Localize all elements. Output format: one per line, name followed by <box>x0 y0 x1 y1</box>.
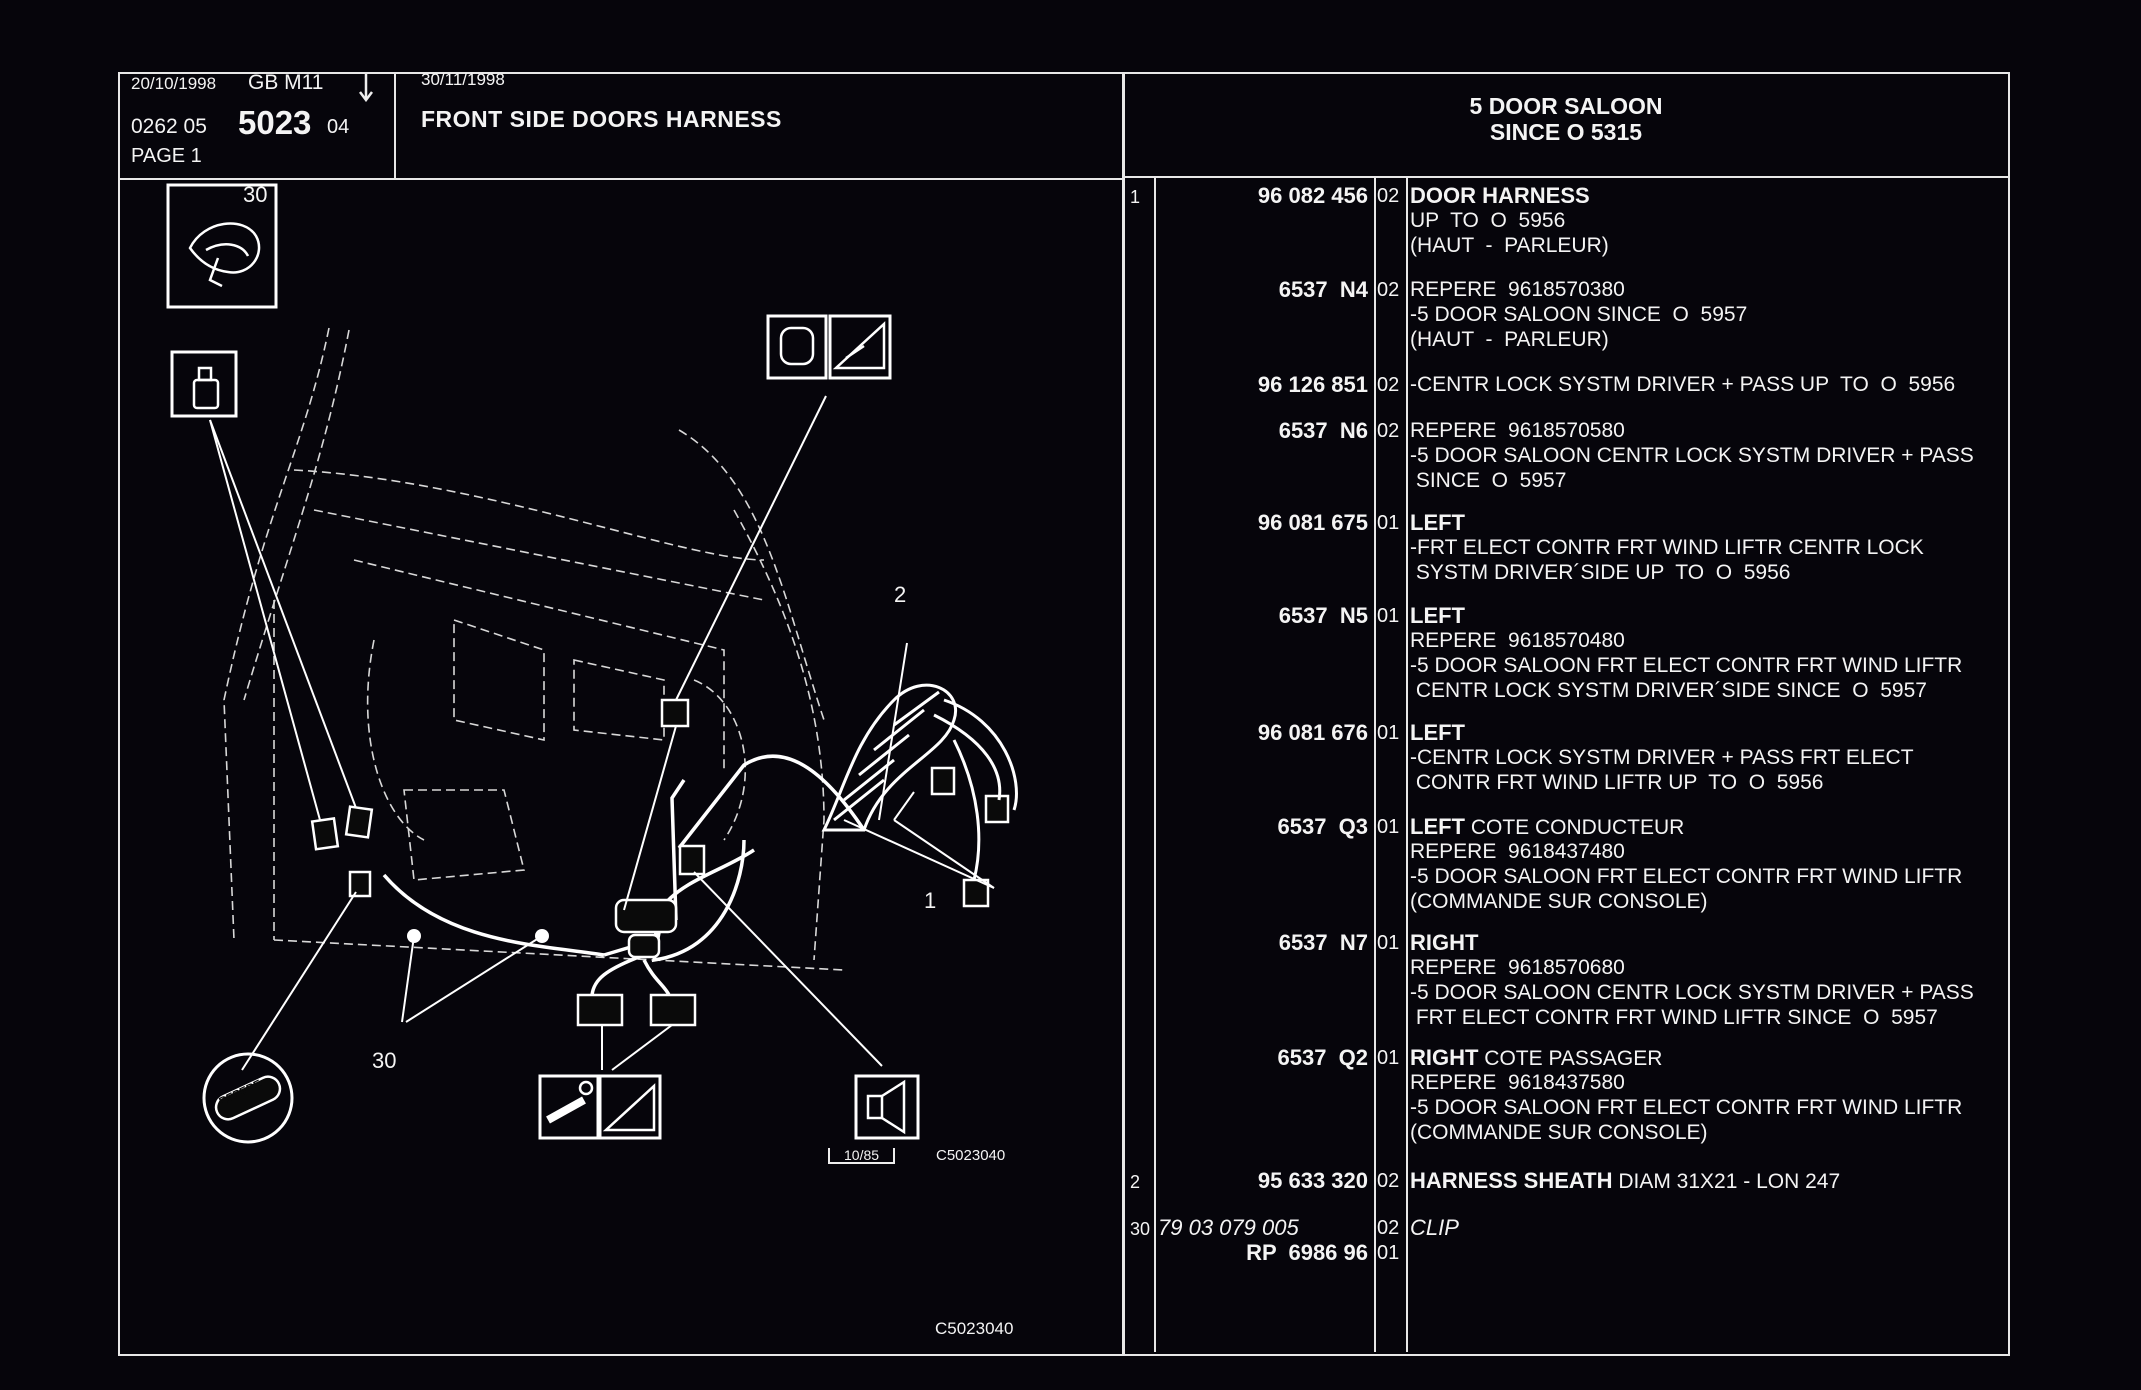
part-reference: 6537 N4 <box>1278 277 1368 302</box>
quantity: 01 <box>1377 1242 1400 1264</box>
description-line: RIGHT COTE PASSAGER <box>1410 1045 1662 1071</box>
repere-badge <box>202 1052 294 1144</box>
center-divider <box>1122 72 1125 1354</box>
description-line: REPERE 9618570480 <box>1410 629 1625 652</box>
part-reference: 96 081 675 <box>1257 510 1368 535</box>
part-reference: 79 03 079 005 <box>1158 1215 1299 1240</box>
header-date1: 20/10/1998 <box>131 74 217 93</box>
description-line: REPERE 9618570380 <box>1410 278 1625 301</box>
part-reference: 6537 N5 <box>1278 603 1368 628</box>
part-reference: 96 081 676 <box>1257 720 1368 745</box>
callout-1: 1 <box>924 888 937 913</box>
description-line: -CENTR LOCK SYSTM DRIVER + PASS FRT ELEC… <box>1410 746 1914 769</box>
part-reference: 6537 N6 <box>1278 418 1368 443</box>
header-code-suffix: 04 <box>327 116 350 138</box>
description-line: CONTR FRT WIND LIFTR UP TO O 5956 <box>1410 771 1824 794</box>
ref-bottom: C5023040 <box>935 1319 1014 1338</box>
description-line: REPERE 9618437480 <box>1410 840 1625 863</box>
description-line: DOOR HARNESS <box>1410 183 1590 208</box>
description-line: LEFT <box>1410 603 1465 628</box>
part-reference: 95 633 320 <box>1257 1168 1368 1193</box>
quantity: 02 <box>1377 279 1400 301</box>
quantity: 02 <box>1377 1170 1400 1192</box>
description-line: FRT ELECT CONTR FRT WIND LIFTR SINCE O 5… <box>1410 1006 1938 1029</box>
description-line: -5 DOOR SALOON CENTR LOCK SYSTM DRIVER +… <box>1410 981 1974 1004</box>
callout-2: 2 <box>894 582 907 607</box>
quantity: 01 <box>1377 722 1400 744</box>
header-code-main: 5023 <box>238 104 312 141</box>
col-divider-qty <box>1406 178 1408 1352</box>
item-number: 2 <box>1130 1172 1141 1192</box>
description-line: LEFT COTE CONDUCTEUR <box>1410 814 1684 840</box>
description-lead: RIGHT <box>1410 1045 1479 1070</box>
model-line-2: SINCE O 5315 <box>1489 119 1643 145</box>
quantity: 01 <box>1377 1047 1400 1069</box>
description-line: (HAUT - PARLEUR) <box>1410 234 1609 257</box>
description-rest: DIAM 31X21 - LON 247 <box>1612 1170 1841 1193</box>
quantity: 01 <box>1377 932 1400 954</box>
header-page: PAGE 1 <box>131 145 202 167</box>
description-line: -5 DOOR SALOON CENTR LOCK SYSTM DRIVER +… <box>1410 444 1974 467</box>
page-frame <box>118 72 2010 1356</box>
part-reference: 6537 Q3 <box>1277 814 1368 839</box>
part-reference: RP 6986 96 <box>1246 1240 1368 1265</box>
part-reference: 96 126 851 <box>1257 372 1368 397</box>
description-lead: HARNESS SHEATH <box>1410 1168 1613 1193</box>
quantity: 02 <box>1377 185 1400 207</box>
description-rest: COTE CONDUCTEUR <box>1465 816 1685 839</box>
description-line: UP TO O 5956 <box>1410 209 1566 232</box>
description-line: (COMMANDE SUR CONSOLE) <box>1410 890 1708 913</box>
quantity: 01 <box>1377 605 1400 627</box>
quantity: 02 <box>1377 1217 1400 1239</box>
item-number: 30 <box>1130 1219 1151 1239</box>
description-line: LEFT <box>1410 720 1465 745</box>
col-divider-item <box>1154 178 1156 1352</box>
description-line: -CENTR LOCK SYSTM DRIVER + PASS UP TO O … <box>1410 373 1956 396</box>
description-line: REPERE 9618570680 <box>1410 956 1625 979</box>
quantity: 02 <box>1377 420 1400 442</box>
description-rest: COTE PASSAGER <box>1478 1047 1663 1070</box>
header-left-divider <box>394 72 396 180</box>
harness-diagram <box>166 183 1018 1144</box>
description-line: SINCE O 5957 <box>1410 469 1567 492</box>
quantity: 02 <box>1377 374 1400 396</box>
arrow-down-icon <box>359 74 373 102</box>
description-line: LEFT <box>1410 510 1465 535</box>
header-bottom-left <box>118 178 1124 180</box>
description-line: (HAUT - PARLEUR) <box>1410 328 1609 351</box>
part-reference: 6537 Q2 <box>1277 1045 1368 1070</box>
header-date2: 30/11/1998 <box>421 70 505 89</box>
header-lang-model: GB M11 <box>248 71 324 94</box>
callout-30-bottom: 30 <box>372 1048 397 1073</box>
description-lead: LEFT <box>1410 814 1465 839</box>
part-reference: 6537 N7 <box>1278 930 1368 955</box>
description-line: CLIP <box>1410 1215 1459 1240</box>
col-divider-ref <box>1374 178 1376 1352</box>
header-bottom-right <box>1124 176 2008 178</box>
quantity: 01 <box>1377 512 1400 534</box>
description-line: CENTR LOCK SYSTM DRIVER´SIDE SINCE O 595… <box>1410 679 1927 702</box>
item-number: 1 <box>1130 187 1141 207</box>
description-line: -5 DOOR SALOON SINCE O 5957 <box>1410 303 1748 326</box>
header-code-prefix: 0262 05 <box>131 115 207 138</box>
page-title: FRONT SIDE DOORS HARNESS <box>421 106 782 132</box>
ref-small: C5023040 <box>936 1147 1006 1164</box>
description-line: -5 DOOR SALOON FRT ELECT CONTR FRT WIND … <box>1410 654 1963 677</box>
description-line: RIGHT <box>1410 930 1479 955</box>
model-line-1: 5 DOOR SALOON <box>1469 93 1663 119</box>
description-line: REPERE 9618437580 <box>1410 1071 1625 1094</box>
description-line: REPERE 9618570580 <box>1410 419 1625 442</box>
description-line: -5 DOOR SALOON FRT ELECT CONTR FRT WIND … <box>1410 1096 1963 1119</box>
description-line: (COMMANDE SUR CONSOLE) <box>1410 1121 1708 1144</box>
description-line: SYSTM DRIVER´SIDE UP TO O 5956 <box>1410 561 1791 584</box>
quantity: 01 <box>1377 816 1400 838</box>
part-reference: 96 082 456 <box>1257 183 1368 208</box>
description-line: -FRT ELECT CONTR FRT WIND LIFTR CENTR LO… <box>1410 536 1924 559</box>
description-line: -5 DOOR SALOON FRT ELECT CONTR FRT WIND … <box>1410 865 1963 888</box>
description-line: HARNESS SHEATH DIAM 31X21 - LON 247 <box>1410 1168 1840 1194</box>
date-box: 10/85 <box>828 1148 896 1164</box>
callout-30-top: 30 <box>243 182 268 207</box>
